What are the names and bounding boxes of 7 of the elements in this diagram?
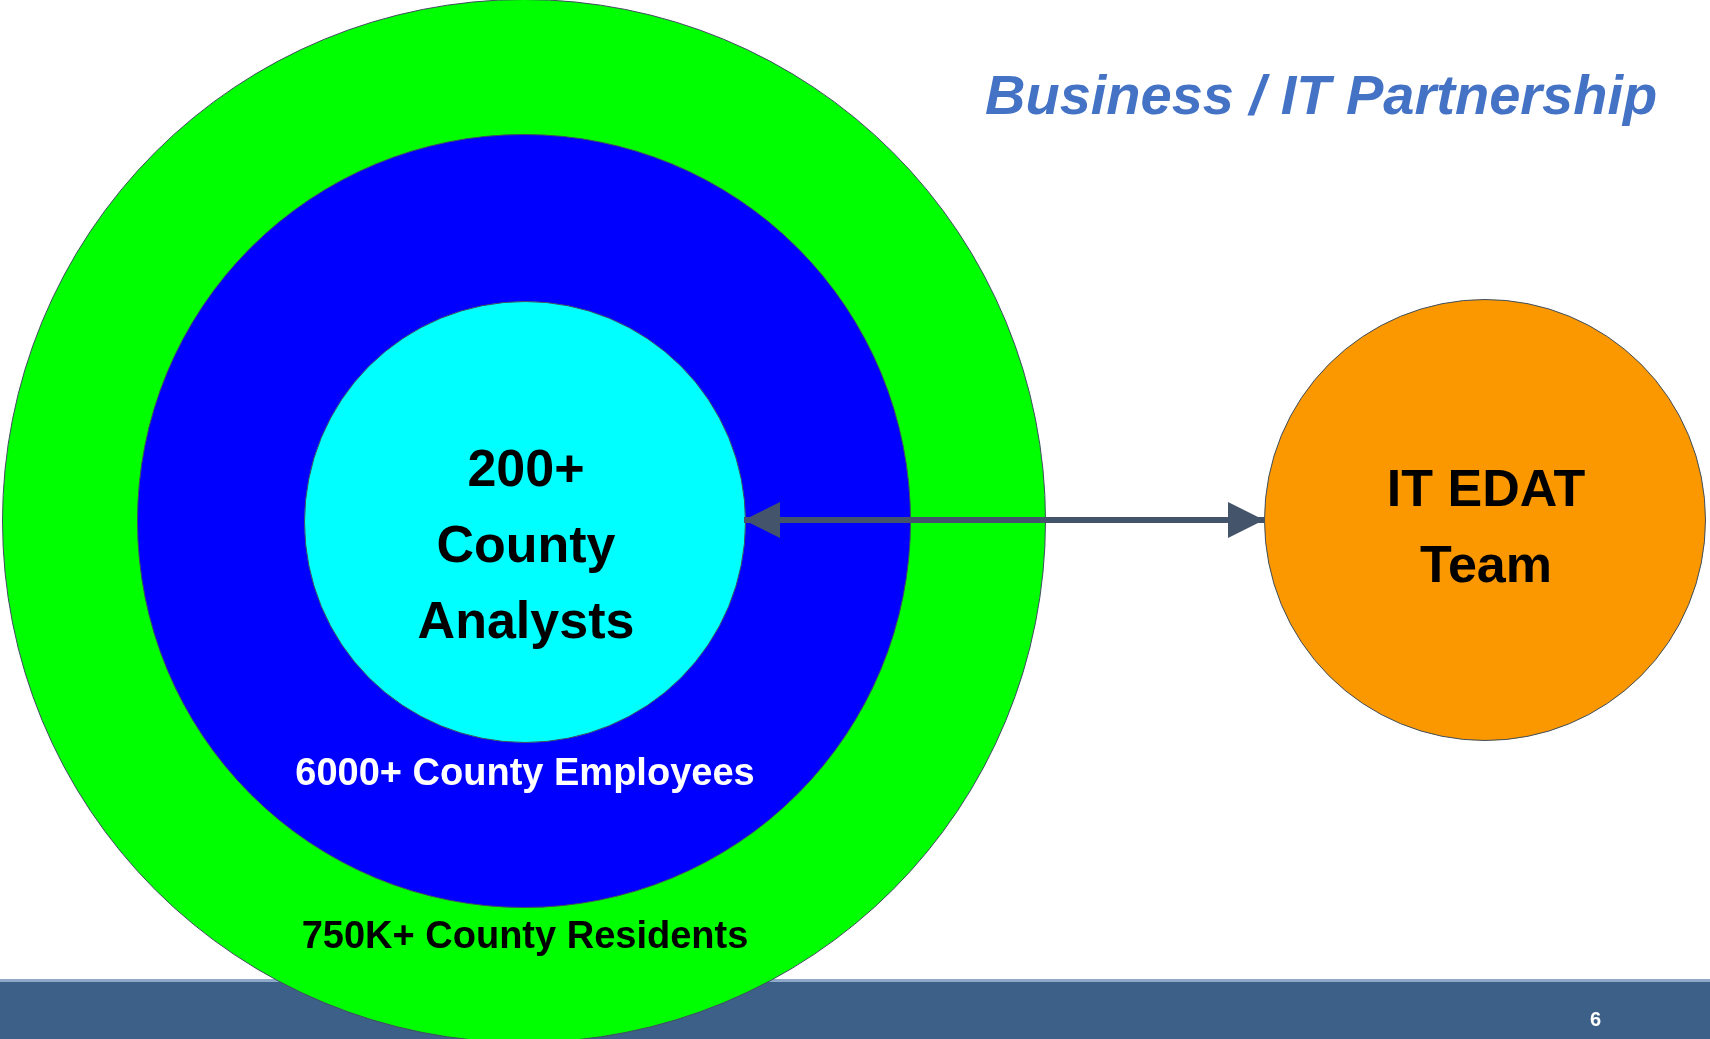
- circle-label: 6000+ County Employees: [294, 750, 756, 795]
- double-arrow: [744, 502, 1264, 538]
- page-number: 6: [1590, 1008, 1602, 1031]
- circle-label: IT EDAT Team: [1385, 458, 1587, 595]
- circle-label: 200+ County Analysts: [416, 438, 636, 651]
- slide-title: Business / IT Partnership: [985, 62, 1658, 127]
- circle-label: 750K+ County Residents: [300, 913, 750, 958]
